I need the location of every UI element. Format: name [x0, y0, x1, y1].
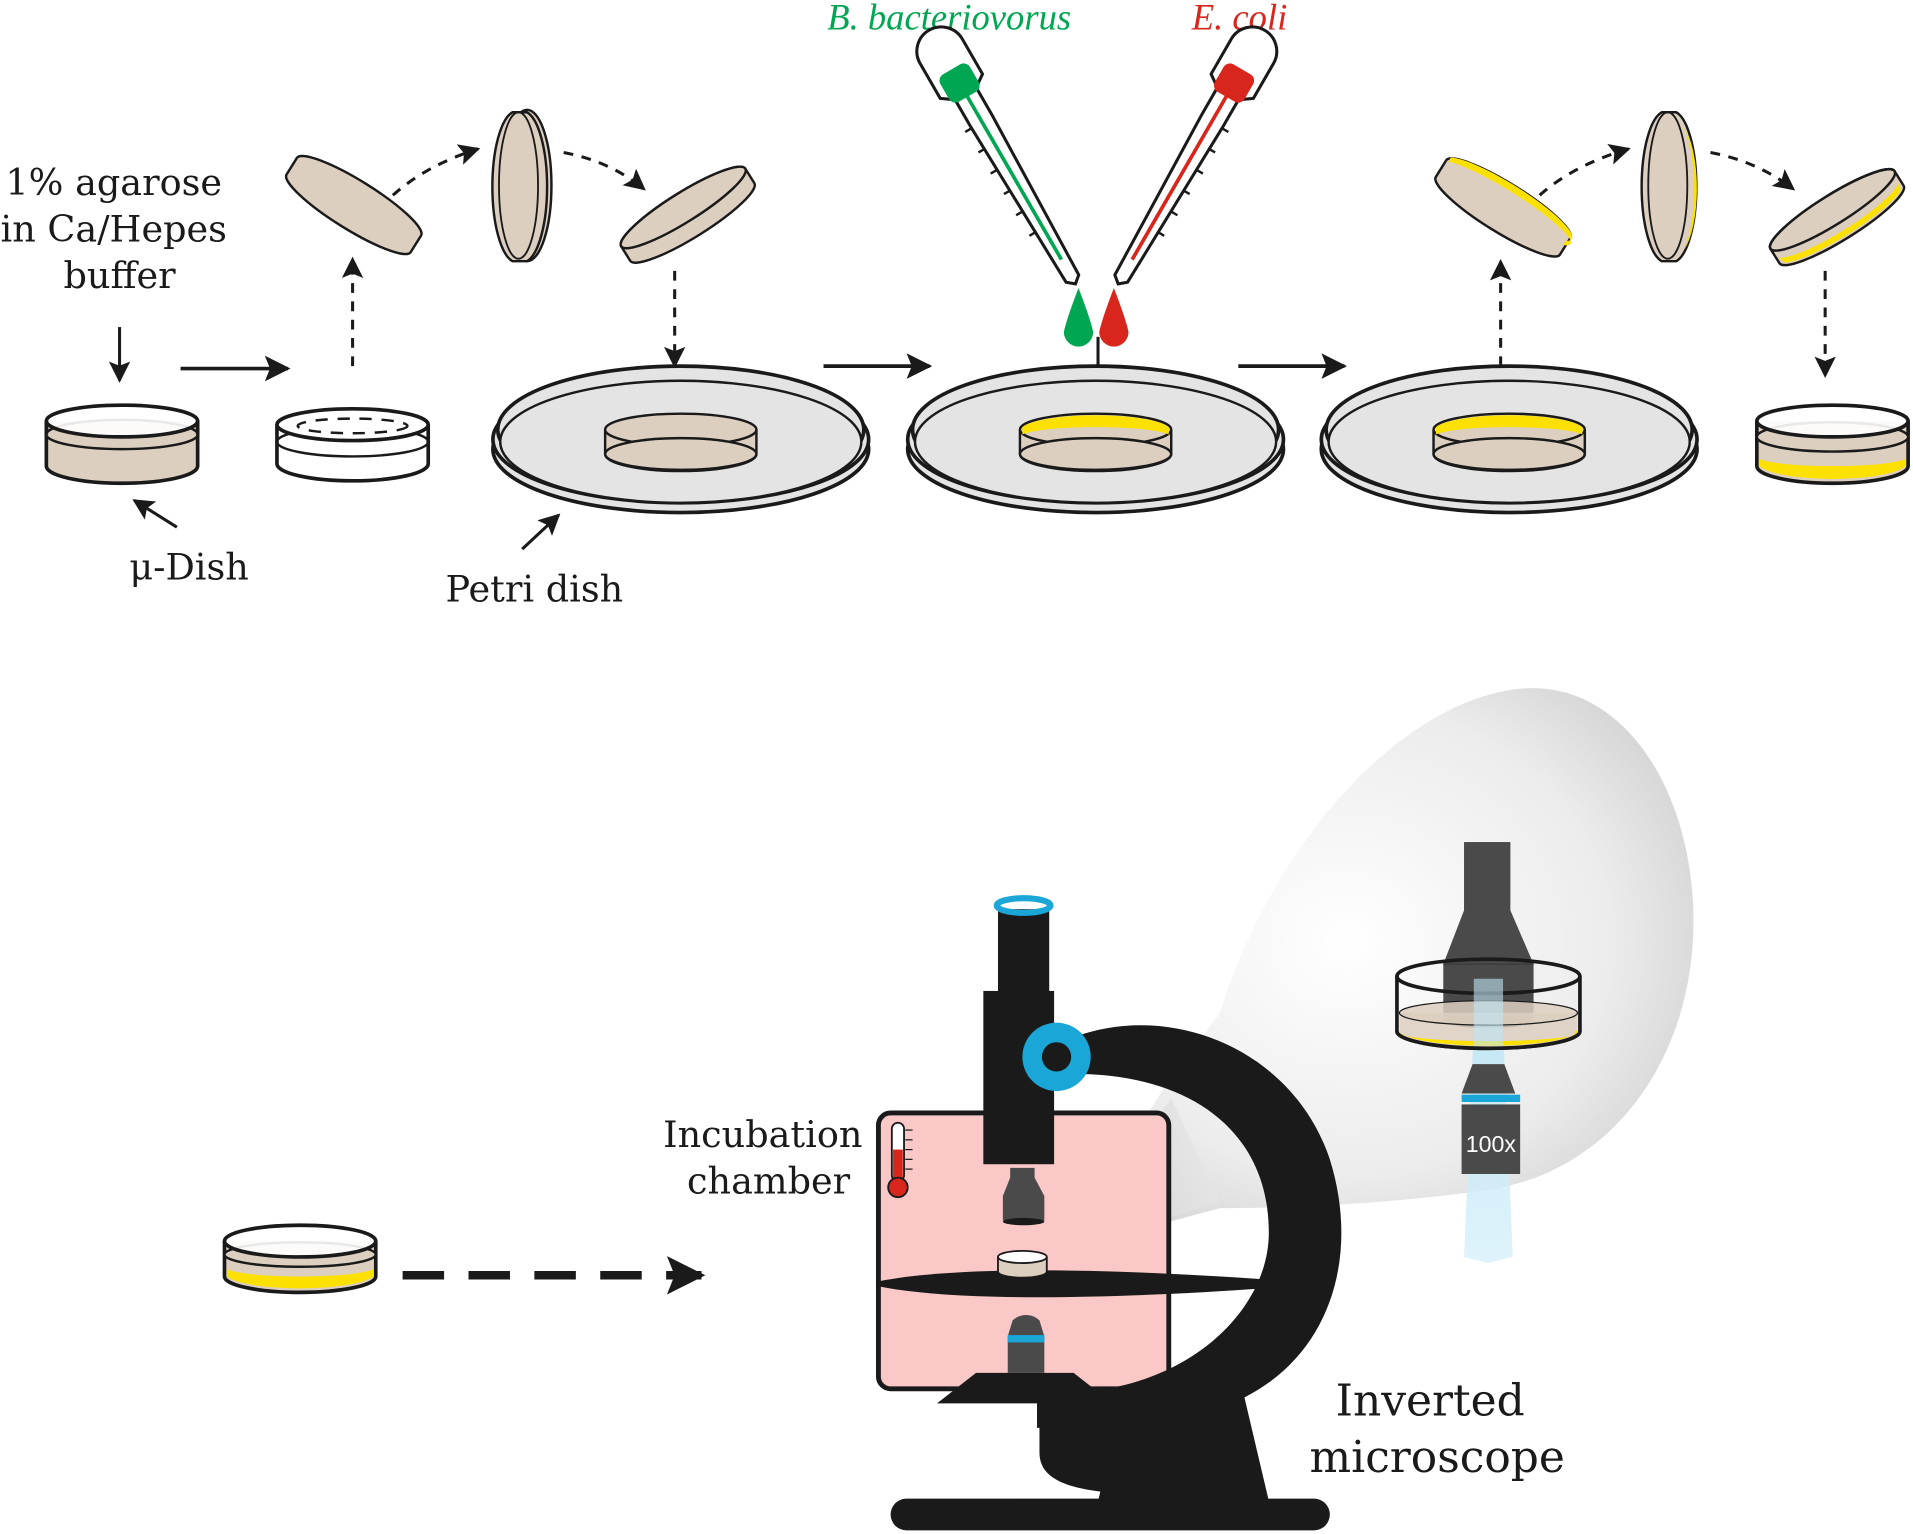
lower-objective [1007, 1314, 1045, 1373]
mu-dish-with-agarose [44, 403, 200, 486]
agarose-label-line-1: 1% agarose [5, 161, 222, 204]
arrow-flip-3 [1538, 143, 1631, 197]
droplet-prey [1099, 288, 1129, 347]
petri-dish-2 [905, 364, 1286, 515]
microscope-label-line-1: Inverted [1336, 1376, 1525, 1427]
petri-dish-pointer [521, 513, 561, 551]
incubation-label: Incubation chamber [663, 1113, 874, 1202]
thermometer-icon [887, 1121, 913, 1199]
mu-dish-final [1755, 403, 1910, 486]
agarose-pad-tilted-4 [1768, 167, 1906, 267]
agarose-pad-tilted-2 [619, 165, 757, 264]
arrow-flip-4 [1710, 151, 1796, 191]
magnified-view: 100x [1395, 842, 1582, 1264]
microscope-arm [1037, 1025, 1342, 1502]
droplet-predator [1063, 288, 1094, 347]
petri-dish-label: Petri dish [446, 568, 624, 611]
prepared-mu-dish [222, 1223, 378, 1295]
agarose-pad-tilted-1 [284, 154, 423, 256]
bottom-panel: Incubation chamber [222, 688, 1694, 1531]
agarose-pad-tilted-3 [1434, 157, 1573, 258]
arrow-flip-1 [391, 144, 481, 197]
microscope [878, 895, 1342, 1531]
agarose-pad-vertical-2 [1640, 111, 1698, 263]
eyepiece-ring [993, 895, 1054, 916]
incubation-label-line-2: chamber [687, 1160, 851, 1203]
microscope-base [890, 1498, 1330, 1531]
mu-dish-pointer [132, 499, 178, 529]
microscope-stage [878, 1270, 1294, 1298]
pipette-prey [1113, 25, 1279, 286]
agarose-label-line-2: in Ca/Hepes [1, 208, 227, 251]
microscope-stand [936, 1372, 1113, 1404]
agarose-label-line-3: buffer [64, 254, 177, 297]
top-panel: 1% agarose in Ca/Hepes buffer μ-Dish [1, 0, 1910, 611]
sample-dish-on-stage [997, 1249, 1048, 1279]
agarose-pad-vertical-1 [491, 108, 553, 263]
pipette-predator [915, 25, 1081, 286]
arrow-flip-2 [563, 151, 646, 191]
incubation-label-line-1: Incubation [663, 1113, 862, 1156]
eyepiece-tube [997, 909, 1050, 1007]
upper-objective [1002, 1167, 1045, 1221]
microscope-label: Inverted microscope [1310, 1376, 1565, 1483]
microscope-label-line-2: microscope [1310, 1432, 1565, 1483]
mu-dish-label: μ-Dish [129, 546, 249, 589]
petri-dish-1 [491, 364, 871, 515]
petri-dish-3 [1319, 364, 1699, 515]
objective-magnification: 100x [1466, 1131, 1517, 1157]
mu-dish-empty [275, 406, 431, 483]
magnified-mu-dish [1395, 957, 1582, 1051]
agarose-label: 1% agarose in Ca/Hepes buffer [1, 161, 239, 297]
